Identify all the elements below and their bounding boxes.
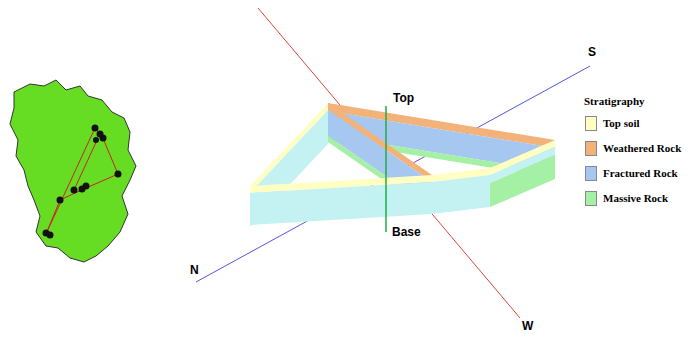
axis-label: S <box>588 46 596 58</box>
base-label: Base <box>391 226 422 238</box>
map-region <box>10 80 136 262</box>
legend-swatch <box>585 141 597 156</box>
stratum-band <box>432 175 490 214</box>
top-label: Top <box>392 92 415 104</box>
legend-text: Fractured Rock <box>603 168 678 179</box>
legend-swatch <box>585 116 597 131</box>
legend-text: Weathered Rock <box>603 143 681 154</box>
legend-text: Top soil <box>603 118 640 129</box>
legend-swatch <box>585 191 597 206</box>
stratum-band <box>490 155 555 207</box>
axis-label: N <box>190 264 199 276</box>
borehole-line <box>385 106 387 232</box>
survey-lines <box>46 128 118 234</box>
legend-swatch <box>585 166 597 181</box>
stratum-band <box>250 182 432 225</box>
north-south-axis <box>196 66 590 282</box>
legend-text: Massive Rock <box>603 193 668 204</box>
fence-diagram <box>250 103 555 227</box>
survey-points <box>43 125 122 239</box>
legend-heading: Stratigraphy <box>584 96 645 107</box>
axis-label: W <box>522 320 533 332</box>
